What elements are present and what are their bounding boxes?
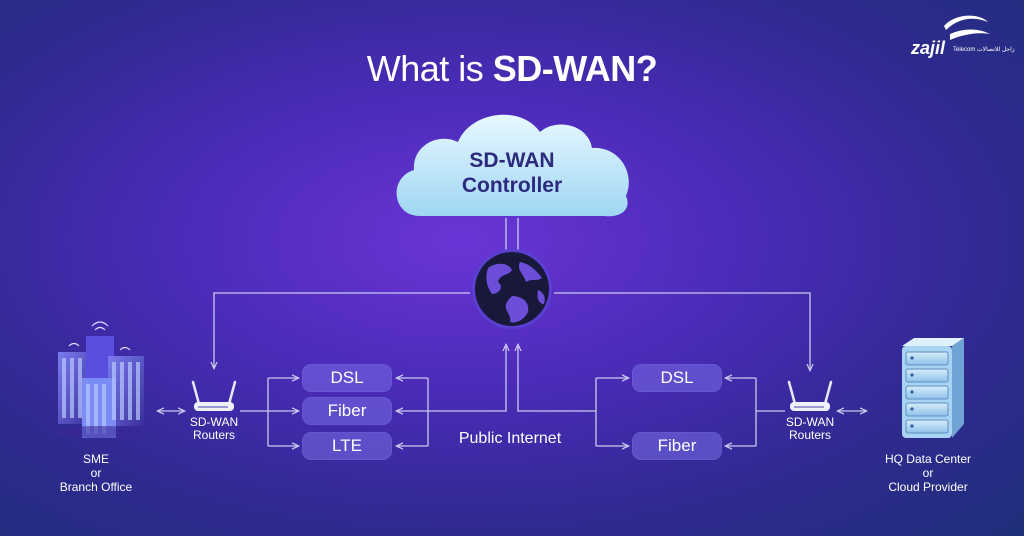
left-router-label-line2: Routers bbox=[192, 428, 236, 442]
left-site-label-line3: Branch Office bbox=[59, 480, 133, 494]
page-title: What is SD-WAN? bbox=[0, 48, 1024, 90]
link-pill-dsl-left: DSL bbox=[302, 364, 392, 392]
right-router-label-line1: SD-WAN bbox=[785, 415, 835, 429]
title-bold: SD-WAN? bbox=[492, 48, 658, 89]
link-pill-fiber-left: Fiber bbox=[302, 397, 392, 425]
right-site-label-line2: or bbox=[922, 466, 934, 480]
left-site-label: SME or Branch Office bbox=[40, 452, 152, 494]
connector-lines bbox=[158, 218, 866, 446]
cloud-icon bbox=[396, 114, 629, 217]
router-icon bbox=[191, 380, 237, 411]
globe-icon bbox=[472, 249, 552, 329]
controller-label-line2: Controller bbox=[461, 174, 563, 197]
office-buildings-icon bbox=[50, 321, 150, 438]
link-pill-fiber-right: Fiber bbox=[632, 432, 722, 460]
link-pill-dsl-right: DSL bbox=[632, 364, 722, 392]
right-router-label-line2: Routers bbox=[788, 428, 832, 442]
title-prefix: What is bbox=[366, 48, 493, 89]
server-rack-icon bbox=[902, 338, 964, 438]
right-site-label-line1: HQ Data Center bbox=[884, 452, 972, 466]
left-site-label-line1: SME bbox=[82, 452, 109, 466]
controller-label-line1: SD-WAN bbox=[469, 149, 555, 172]
router-icon bbox=[787, 380, 833, 411]
left-site-label-line2: or bbox=[90, 466, 102, 480]
right-router-label: SD-WAN Routers bbox=[770, 416, 850, 442]
zajil-logo-icon bbox=[944, 15, 990, 40]
left-router-label: SD-WAN Routers bbox=[174, 416, 254, 442]
left-router-label-line1: SD-WAN bbox=[189, 415, 239, 429]
controller-label: SD-WAN Controller bbox=[412, 148, 612, 198]
right-site-label: HQ Data Center or Cloud Provider bbox=[866, 452, 990, 494]
logo-subtext: Telecom زاجل للاتصالات bbox=[953, 47, 1015, 53]
public-internet-label: Public Internet bbox=[458, 430, 562, 447]
link-pill-lte-left: LTE bbox=[302, 432, 392, 460]
logo-text: zajil bbox=[911, 38, 946, 58]
right-site-label-line3: Cloud Provider bbox=[888, 480, 968, 494]
